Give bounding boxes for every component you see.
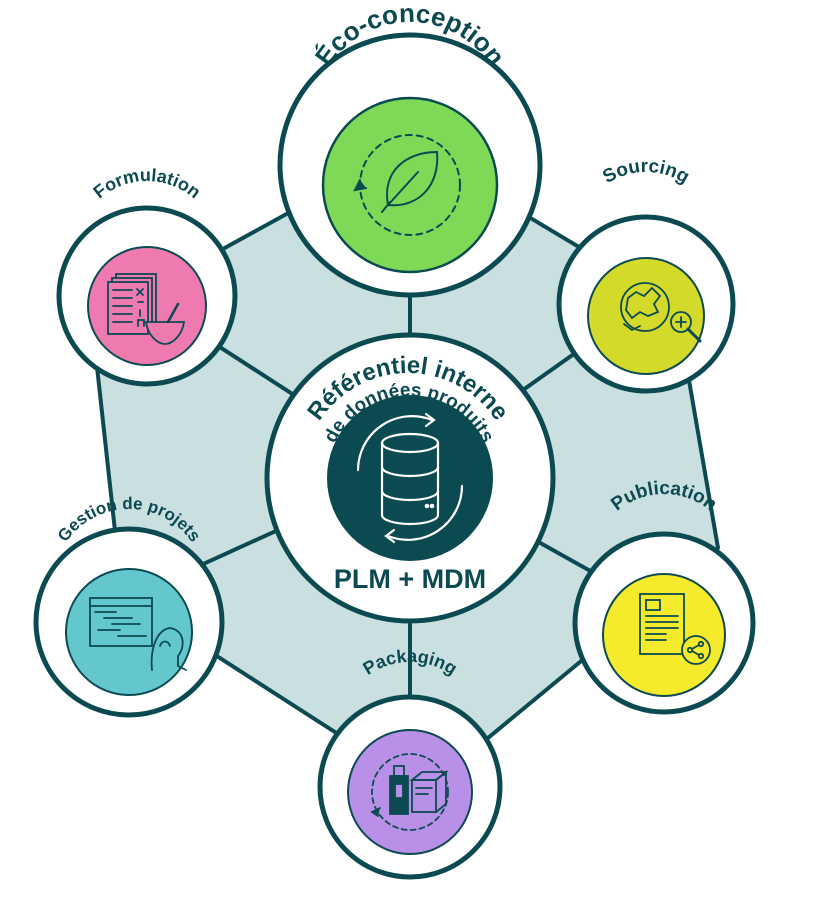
node-label-sourcing: Sourcing (599, 156, 692, 188)
node-gestion-de-projets[interactable]: Gestion de projets (33, 494, 225, 718)
svg-text:Sourcing: Sourcing (599, 156, 692, 188)
europe-map-search-icon (620, 282, 702, 343)
node-formulation[interactable]: Formulation (56, 165, 238, 387)
leaf-cycle-icon (353, 134, 461, 236)
center-subtitle: PLM + MDM (334, 564, 486, 594)
recipe-bowl-icon (107, 273, 186, 345)
node-sourcing[interactable]: Sourcing (556, 156, 736, 394)
node-eco-conception[interactable]: Éco-conception (277, 0, 543, 298)
database-sync-icon (356, 412, 464, 544)
gantt-person-icon (89, 597, 187, 671)
svg-text:Formulation: Formulation (90, 165, 205, 202)
central-node[interactable]: Référentiel interne de données produits … (264, 332, 556, 624)
node-label-formulation: Formulation (90, 165, 205, 202)
node-publication[interactable]: Publication (572, 478, 756, 715)
bottle-box-cycle-icon (370, 753, 449, 831)
document-share-icon (639, 593, 711, 665)
